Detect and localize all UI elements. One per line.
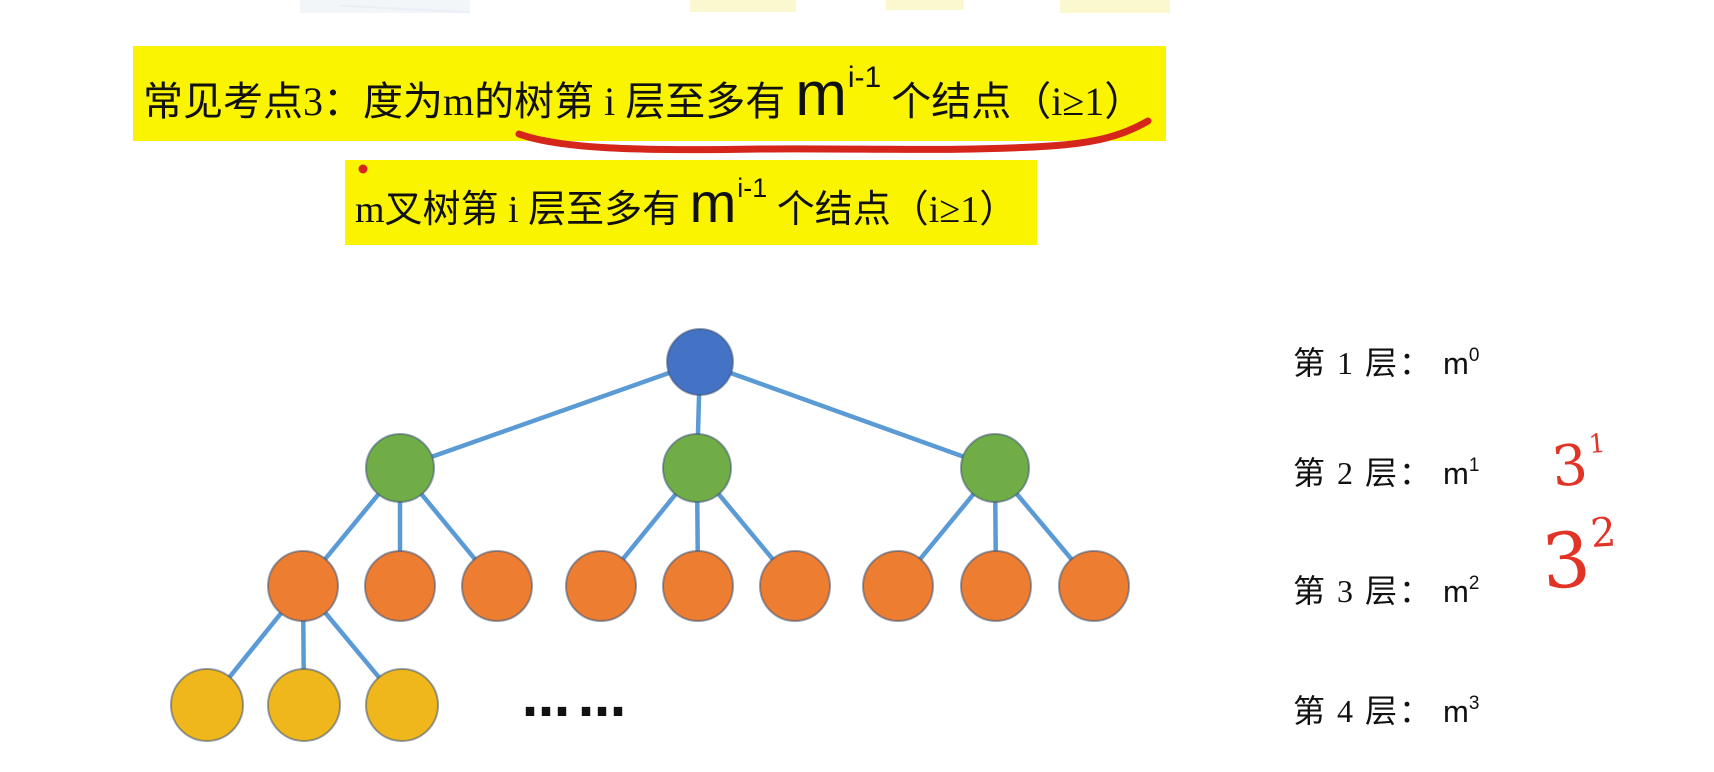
tree-node-level-1 xyxy=(666,328,734,396)
level-formula-exp: 3 xyxy=(1468,692,1480,714)
level-formula-exp: 0 xyxy=(1468,344,1480,366)
heading-line1-suffix: 个结点（i≥1） xyxy=(881,79,1145,124)
tree-node-level-3 xyxy=(1058,550,1130,622)
tree-node-level-3 xyxy=(267,550,339,622)
formula-exponent: i-1 xyxy=(847,61,882,94)
tree-edge xyxy=(694,467,701,587)
tree-edge xyxy=(599,466,699,588)
handwritten-annotation-3-power-2: 32 xyxy=(1539,509,1620,606)
tree-node-level-3 xyxy=(662,550,734,622)
level-label-text: 第 4 层： xyxy=(1293,693,1434,729)
tree-edge xyxy=(694,361,703,469)
tree-node-level-2 xyxy=(960,433,1030,503)
level-formula-exp: 2 xyxy=(1468,572,1480,594)
formula-m: m xyxy=(795,60,847,129)
tree-node-level-2 xyxy=(662,433,732,503)
formula-m: m xyxy=(689,171,737,234)
level-label-1: 第 1 层： m0 xyxy=(1293,338,1479,384)
heading-line1-prefix: 常见考点3：度为m的树第 i 层至多有 xyxy=(143,79,796,124)
heading-line1: 常见考点3：度为m的树第 i 层至多有 mi-1 个结点（i≥1） xyxy=(133,46,1167,142)
cropped-previous-line-fragment xyxy=(1060,0,1170,13)
tree-node-level-3 xyxy=(862,550,934,622)
tree-node-level-2 xyxy=(365,433,435,503)
heading-line2: m叉树第 i 层至多有 mi-1 个结点（i≥1） xyxy=(345,160,1038,246)
tree-edge xyxy=(205,584,305,707)
cropped-previous-line-fragment xyxy=(886,0,964,10)
cropped-previous-line-fragment xyxy=(300,0,470,13)
tree-edge xyxy=(398,466,499,588)
cropped-previous-line-fragment xyxy=(690,0,796,12)
level-formula-base: m xyxy=(1443,694,1469,729)
heading-line2-prefix: m叉树第 i 层至多有 xyxy=(355,189,690,231)
tree-node-level-3 xyxy=(364,550,436,622)
handwritten-exponent: 2 xyxy=(1588,509,1618,558)
handwritten-annotation-3-power-1: 31 xyxy=(1549,429,1610,501)
level-label-text: 第 2 层： xyxy=(1293,455,1434,491)
level-formula-base: m xyxy=(1443,574,1469,609)
level-formula-base: m xyxy=(1443,346,1469,381)
level-label-3: 第 3 层： m2 xyxy=(1293,566,1479,612)
level-formula-base: m xyxy=(1443,456,1469,491)
level-label-text: 第 3 层： xyxy=(1293,573,1434,609)
tree-node-level-4 xyxy=(365,668,439,742)
formula-exponent: i-1 xyxy=(737,173,768,203)
tree-edge xyxy=(301,584,404,707)
tree-edge xyxy=(699,359,996,471)
tree-edge xyxy=(301,466,402,588)
tree-edge xyxy=(992,467,999,587)
level-formula-exp: 1 xyxy=(1468,454,1480,476)
tree-edge xyxy=(300,585,307,706)
handwritten-base: 3 xyxy=(1549,432,1591,501)
heading-line2-suffix: 个结点（i≥1） xyxy=(767,189,1018,231)
tree-edge xyxy=(896,466,997,588)
handwritten-base: 3 xyxy=(1538,514,1594,607)
level-label-text: 第 1 层： xyxy=(1293,345,1434,381)
tree-node-level-3 xyxy=(759,550,831,622)
level-label-2: 第 2 层： m1 xyxy=(1293,448,1479,494)
tree-node-level-3 xyxy=(960,550,1032,622)
tree-node-level-4 xyxy=(267,668,341,742)
tree-edge xyxy=(993,466,1096,588)
handwritten-exponent: 1 xyxy=(1587,428,1607,461)
tree-edge xyxy=(695,466,797,588)
tree-node-level-3 xyxy=(565,550,637,622)
level-label-4: 第 4 层： m3 xyxy=(1293,686,1479,732)
tree-node-level-4 xyxy=(170,668,244,742)
tree-node-level-3 xyxy=(461,550,533,622)
tree-edge xyxy=(399,359,701,471)
tree-ellipsis: …… xyxy=(522,672,634,728)
